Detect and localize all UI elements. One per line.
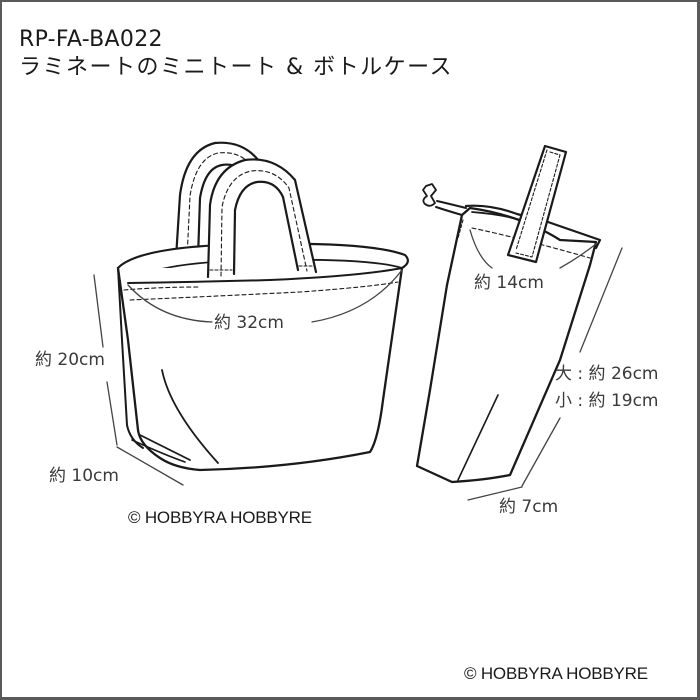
bottle-height-large-label: 大 : 約 26cm	[555, 364, 659, 384]
tote-width-dimension-line	[127, 269, 403, 323]
product-code: RP-FA-BA022	[19, 27, 163, 52]
tote-bag-illustration	[93, 141, 409, 486]
tote-body	[116, 242, 409, 472]
tote-depth-label: 約 10cm	[49, 466, 119, 486]
tote-front-handle	[206, 158, 318, 279]
tote-depth-dimension-line	[116, 446, 184, 486]
footer-copyright: © HOBBYRA HOBBYRE	[464, 664, 648, 683]
tote-height-dimension-line	[93, 274, 118, 446]
bottle-bottom-dimension-line	[467, 486, 523, 501]
bottle-case-strap	[506, 144, 568, 264]
drawstring-cord	[422, 183, 467, 216]
bottle-top-width-label: 約 14cm	[474, 273, 544, 293]
tote-width-label: 約 32cm	[214, 313, 284, 333]
bottle-height-small-label: 小 : 約 19cm	[555, 391, 659, 411]
tote-height-label: 約 20cm	[35, 350, 105, 370]
bottle-height-dimension-line	[521, 247, 623, 487]
bottle-bottom-label: 約 7cm	[499, 497, 559, 517]
header: RP-FA-BA022 ラミネートのミニトート & ボトルケース	[19, 26, 453, 82]
product-name: ラミネートのミニトート & ボトルケース	[19, 55, 454, 80]
bottle-width-dimension-line	[469, 229, 597, 269]
bottle-case-illustration	[415, 144, 623, 501]
tote-copyright: © HOBBYRA HOBBYRE	[128, 508, 312, 527]
